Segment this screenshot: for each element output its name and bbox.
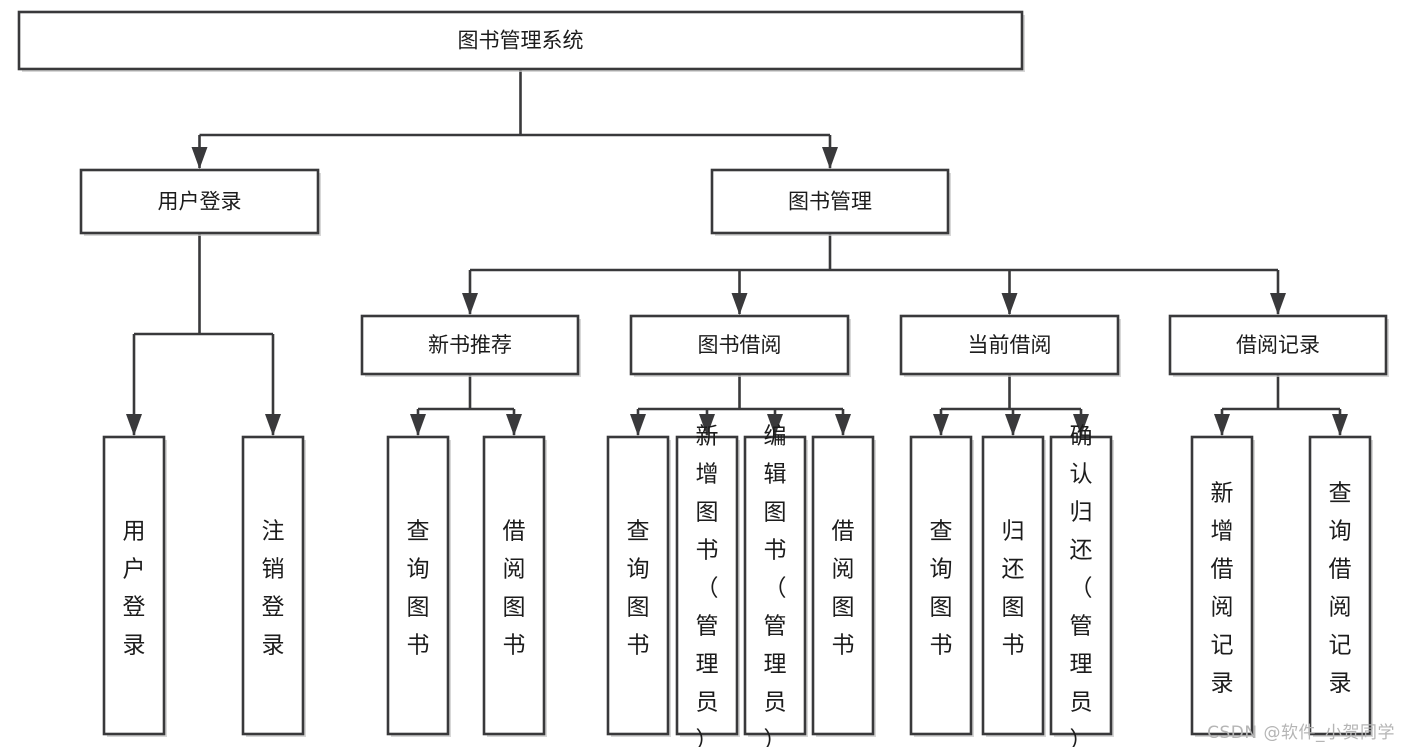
node-current-borrow[interactable]: 当前借阅 xyxy=(899,314,1121,377)
arrow-head-icon xyxy=(1001,293,1018,315)
node-label: 新书推荐 xyxy=(428,333,512,357)
connectors-layer xyxy=(126,69,1348,436)
node-rect[interactable] xyxy=(743,435,807,736)
arrow-head-icon xyxy=(265,414,281,436)
node-label: 借阅记录 xyxy=(1236,333,1320,357)
node-label: 图书借阅 xyxy=(698,333,782,357)
node-rect[interactable] xyxy=(606,435,670,736)
arrow-head-icon xyxy=(1214,414,1230,436)
node-rect[interactable] xyxy=(360,314,580,376)
node-leaf-logout[interactable]: 注销登录 xyxy=(241,435,306,737)
node-leaf-query-borrow-record[interactable]: 查询借阅记录 xyxy=(1308,435,1373,737)
node-rect[interactable] xyxy=(710,168,950,235)
node-book-borrow[interactable]: 图书借阅 xyxy=(629,314,851,377)
node-label: 查询图书 xyxy=(930,518,953,658)
arrow-head-icon xyxy=(1332,414,1348,436)
node-label: 借阅图书 xyxy=(503,518,526,658)
node-label: 新增图书（管理员） xyxy=(696,423,719,747)
arrow-head-icon xyxy=(506,414,522,436)
node-rect[interactable] xyxy=(79,168,320,235)
arrow-head-icon xyxy=(462,293,478,315)
arrow-head-icon xyxy=(410,414,426,436)
node-rect[interactable] xyxy=(1049,435,1113,736)
node-label: 注销登录 xyxy=(262,518,285,658)
node-rect[interactable] xyxy=(899,314,1120,376)
node-label: 图书管理系统 xyxy=(458,29,584,53)
arrow-head-icon xyxy=(630,414,646,436)
arrow-head-icon xyxy=(126,414,142,436)
node-label: 当前借阅 xyxy=(968,333,1052,357)
node-label: 图书管理 xyxy=(788,190,872,214)
arrow-head-icon xyxy=(933,414,949,436)
node-root[interactable]: 图书管理系统 xyxy=(17,10,1025,72)
node-leaf-confirm-return[interactable]: 确认归还（管理员） xyxy=(1049,423,1114,747)
arrow-head-icon xyxy=(822,147,838,169)
arrow-head-icon xyxy=(699,414,715,436)
node-leaf-edit-book[interactable]: 编辑图书（管理员） xyxy=(743,423,808,747)
node-rect[interactable] xyxy=(811,435,875,736)
node-leaf-borrow-book[interactable]: 借阅图书 xyxy=(811,435,876,737)
arrow-head-icon xyxy=(1005,414,1021,436)
node-rect[interactable] xyxy=(1168,314,1388,376)
arrow-head-icon xyxy=(1073,414,1089,436)
node-label: 编辑图书（管理员） xyxy=(764,423,787,747)
node-book-manage[interactable]: 图书管理 xyxy=(710,168,951,236)
arrow-head-icon xyxy=(835,414,851,436)
node-rect[interactable] xyxy=(1308,435,1372,736)
arrow-head-icon xyxy=(191,147,208,169)
nodes-layer: 图书管理系统用户登录图书管理新书推荐图书借阅当前借阅借阅记录用户登录注销登录查询… xyxy=(17,10,1389,747)
node-label: 确认归还（管理员） xyxy=(1070,423,1093,747)
node-rect[interactable] xyxy=(102,435,166,736)
node-rect[interactable] xyxy=(629,314,850,376)
node-leaf-add-borrow-record[interactable]: 新增借阅记录 xyxy=(1190,435,1255,737)
node-rect[interactable] xyxy=(17,10,1024,71)
node-label: 新增借阅记录 xyxy=(1211,480,1234,696)
node-leaf-user-login[interactable]: 用户登录 xyxy=(102,435,167,737)
node-leaf-borrow-book-recommend[interactable]: 借阅图书 xyxy=(482,435,547,737)
watermark-text: CSDN @软件_小贺同学 xyxy=(1207,723,1395,743)
node-label: 查询图书 xyxy=(627,518,650,658)
node-label: 查询借阅记录 xyxy=(1329,480,1352,696)
node-borrow-record[interactable]: 借阅记录 xyxy=(1168,314,1389,377)
node-leaf-query-book-recommend[interactable]: 查询图书 xyxy=(386,435,451,737)
node-label: 用户登录 xyxy=(158,190,242,214)
node-rect[interactable] xyxy=(386,435,450,736)
node-rect[interactable] xyxy=(675,435,739,736)
node-rect[interactable] xyxy=(1190,435,1254,736)
node-label: 归还图书 xyxy=(1002,518,1025,658)
node-leaf-query-book-current[interactable]: 查询图书 xyxy=(909,435,974,737)
node-rect[interactable] xyxy=(241,435,305,736)
arrow-head-icon xyxy=(731,293,748,315)
arrow-head-icon xyxy=(767,414,783,436)
node-leaf-return-book[interactable]: 归还图书 xyxy=(981,435,1046,737)
node-user-login[interactable]: 用户登录 xyxy=(79,168,321,236)
node-label: 查询图书 xyxy=(407,518,430,658)
node-label: 用户登录 xyxy=(123,518,146,658)
node-rect[interactable] xyxy=(909,435,973,736)
node-label: 借阅图书 xyxy=(832,518,855,658)
arrow-head-icon xyxy=(1270,293,1286,315)
node-leaf-query-book-borrow[interactable]: 查询图书 xyxy=(606,435,671,737)
node-rect[interactable] xyxy=(482,435,546,736)
node-new-book-recommend[interactable]: 新书推荐 xyxy=(360,314,581,377)
node-leaf-add-book[interactable]: 新增图书（管理员） xyxy=(675,423,740,747)
node-rect[interactable] xyxy=(981,435,1045,736)
